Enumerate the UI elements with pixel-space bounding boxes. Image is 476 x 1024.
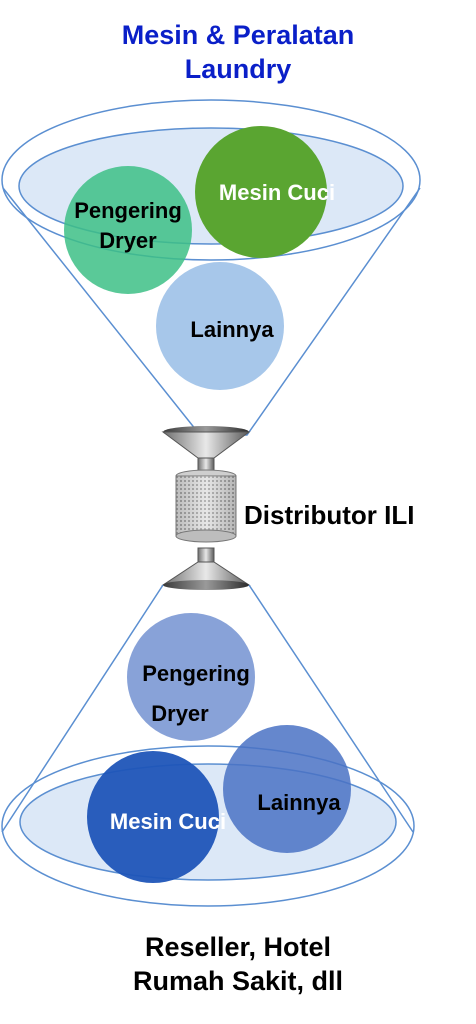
top-circle-mesin-cuci: Mesin Cuci xyxy=(195,126,335,258)
bottom-mesin-cuci-label: Mesin Cuci xyxy=(110,809,226,834)
top-lainnya-label: Lainnya xyxy=(190,317,274,342)
bottom-circle-lainnya: Lainnya xyxy=(223,725,351,853)
top-pengering-label-2: Dryer xyxy=(99,228,157,253)
bottom-title-line-2: Rumah Sakit, dll xyxy=(132,966,344,996)
funnel-bottom-icon xyxy=(161,547,251,590)
top-title-line-2: Laundry xyxy=(184,54,292,84)
bottom-funnel-sides xyxy=(1,584,414,833)
bottom-title: Reseller, Hotel Rumah Sakit, dll xyxy=(0,930,476,998)
bottom-pengering-label-1: Pengering xyxy=(142,661,250,686)
bottom-funnel-rim-outer xyxy=(1,745,415,907)
top-pengering-label-1: Pengering xyxy=(74,198,182,223)
bottom-title-line-1: Reseller, Hotel xyxy=(144,932,332,962)
top-circle-pengering: Pengering Dryer xyxy=(64,166,192,294)
top-mesin-cuci-label: Mesin Cuci xyxy=(219,180,335,205)
bottom-lainnya-label: Lainnya xyxy=(257,790,341,815)
top-circle-lainnya: Lainnya xyxy=(156,262,284,390)
bottom-pengering-label-2: Dryer xyxy=(151,701,209,726)
bottom-funnel: Pengering Dryer Lainnya Mesin Cuci xyxy=(1,584,415,907)
funnel-top-icon xyxy=(161,426,251,473)
connector: Distributor ILI xyxy=(161,426,414,590)
bottom-circle-pengering: Pengering Dryer xyxy=(127,613,255,741)
top-title-line-1: Mesin & Peralatan xyxy=(121,20,355,50)
top-title: Mesin & Peralatan Laundry xyxy=(0,18,476,86)
distributor-label: Distributor ILI xyxy=(244,500,414,530)
top-funnel: Pengering Dryer Mesin Cuci Lainnya xyxy=(1,99,421,436)
filter-cartridge-icon xyxy=(175,469,237,543)
top-funnel-rim-outer xyxy=(1,99,421,261)
bottom-circle-mesin-cuci: Mesin Cuci xyxy=(87,751,226,883)
